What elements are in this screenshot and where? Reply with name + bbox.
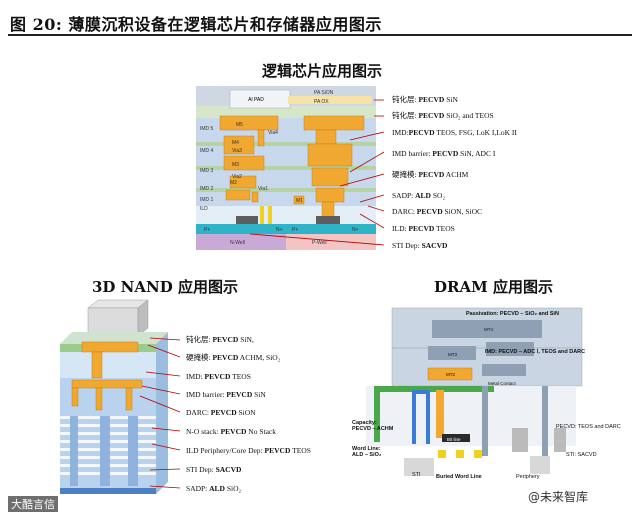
- nand-callout: 钝化层: PEVCD SiN,: [186, 335, 254, 344]
- svg-text:N+: N+: [352, 227, 359, 233]
- dram-sti-left-label: STI: [412, 472, 421, 478]
- svg-text:M5: M5: [236, 122, 243, 128]
- svg-text:IMD 5: IMD 5: [200, 126, 214, 132]
- watermark-left: 大酷言信: [8, 496, 58, 512]
- svg-text:P+: P+: [292, 227, 298, 233]
- logic-callout: IMD:PECVD TEOS, FSG, LoK I,LoK II: [392, 128, 517, 137]
- svg-text:M3: M3: [232, 162, 239, 168]
- dram-imd-label: IMD: PECVD – ADC Ⅰ, TEOS and DARC: [485, 349, 586, 355]
- figure-title: 图 20: 薄膜沉积设备在逻辑芯片和存储器应用图示: [10, 15, 382, 34]
- logic-callout: SADP: ALD SO₂: [392, 191, 446, 200]
- svg-text:MT2: MT2: [446, 372, 455, 377]
- figure-header: 图 20: 薄膜沉积设备在逻辑芯片和存储器应用图示: [8, 10, 632, 36]
- svg-text:N-Well: N-Well: [230, 240, 245, 246]
- nand-title: 3D NAND 应用图示: [92, 278, 238, 296]
- svg-text:M2: M2: [230, 180, 237, 186]
- nand-callout: STI Dep: SACVD: [186, 465, 242, 474]
- svg-text:PA SiON: PA SiON: [314, 90, 334, 96]
- dram-diagram: MT4 MT3 MT2 Metal Contact Bit line: [352, 298, 592, 484]
- svg-text:M4: M4: [232, 140, 239, 146]
- dram-sti-sacvd-label: STI: SACVD: [566, 452, 597, 458]
- logic-callout: 钝化层: PECVD SiN: [392, 95, 458, 104]
- svg-text:IMD 4: IMD 4: [200, 148, 214, 154]
- nand-callout: SADP: ALD SiO₂: [186, 484, 242, 493]
- svg-text:M1: M1: [296, 198, 303, 204]
- logic-callout: STI Dep: SACVD: [392, 241, 448, 250]
- nand-callout: IMD barrier: PEVCD SiN: [186, 390, 266, 399]
- nand-diagram-svg: [60, 299, 168, 494]
- lbl-alpad: Al PAD: [248, 97, 264, 103]
- svg-text:Via4: Via4: [268, 130, 278, 136]
- svg-text:ILD: ILD: [200, 206, 208, 212]
- svg-text:IMD 1: IMD 1: [200, 197, 214, 203]
- nand-callout: ILD Periphery/Core Dep: PEVCD TEOS: [186, 446, 311, 455]
- dram-periphery-label: Periphery: [516, 474, 540, 480]
- dram-title: DRAM 应用图示: [434, 278, 553, 296]
- svg-text:MT4: MT4: [484, 327, 493, 332]
- svg-text:Via3: Via3: [232, 148, 242, 154]
- logic-callout: 钝化层: PECVD SiO₂ and TEOS: [392, 111, 494, 120]
- svg-text:MT3: MT3: [448, 352, 457, 357]
- dram-capacity-label: Capacity: PECVD – ACHM: [352, 420, 394, 432]
- dram-wordline-label: Word Line: ALD – SiO₂: [352, 446, 382, 458]
- dram-teos-label: PECVD: TEOS and DARC: [556, 424, 621, 430]
- nand-callout: 硬掩模: PEVCD ACHM, SiO₂: [186, 353, 281, 362]
- nand-callout: DARC: PEVCD SiON: [186, 408, 256, 417]
- dram-diagram-svg: MT4 MT3 MT2 Metal Contact Bit line: [366, 307, 583, 476]
- logic-callout: ILD: PECVD TEOS: [392, 224, 455, 233]
- logic-callout: 硬掩模: PECVD ACHM: [392, 170, 469, 179]
- svg-text:Metal Contact: Metal Contact: [488, 381, 517, 386]
- logic-callout: DARC: PECVD SiON, SiOC: [392, 207, 483, 216]
- svg-text:IMD 3: IMD 3: [200, 168, 214, 174]
- nand-callout: IMD: PEVCD TEOS: [186, 372, 251, 381]
- dram-buried-label: Buried Word Line: [436, 474, 482, 480]
- svg-text:Via1: Via1: [258, 186, 268, 192]
- svg-text:PA OX: PA OX: [314, 99, 329, 105]
- svg-text:Via2: Via2: [232, 174, 242, 180]
- svg-text:P+: P+: [204, 227, 210, 233]
- svg-text:N+: N+: [276, 227, 283, 233]
- nand-diagram: [56, 296, 176, 506]
- logic-callout: IMD barrier: PECVD SiN, ADC I: [392, 149, 496, 158]
- svg-text:P-Well: P-Well: [312, 240, 327, 246]
- nand-callout: N-O stack: PEVCD No Stack: [186, 427, 277, 436]
- watermark-right: @未来智库: [528, 490, 589, 504]
- logic-title: 逻辑芯片应用图示: [262, 62, 383, 80]
- svg-text:Bit line: Bit line: [447, 437, 461, 442]
- svg-text:IMD 2: IMD 2: [200, 186, 214, 192]
- dram-passivation-label: Passivation: PECVD – SiO₂ and SiN: [466, 311, 559, 317]
